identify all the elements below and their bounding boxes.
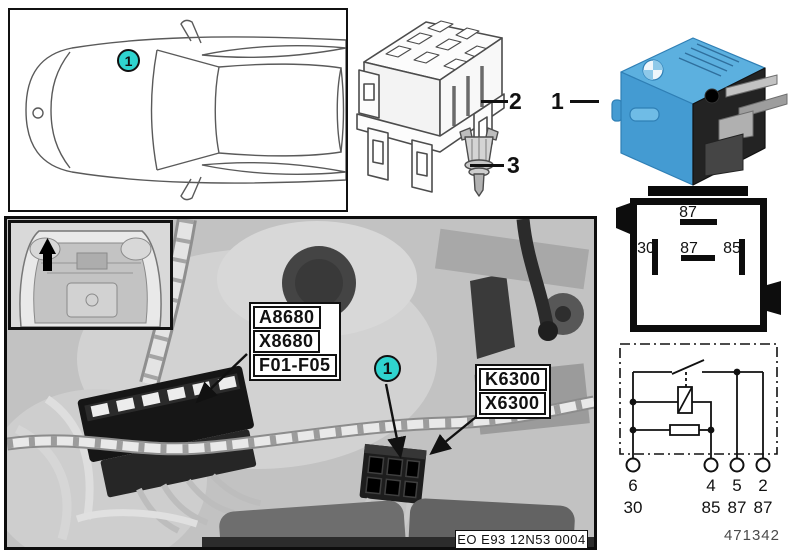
label-row-x8680: X8680	[253, 330, 320, 353]
label-row-x6300: X6300	[479, 392, 546, 415]
schematic-terminals	[625, 457, 771, 473]
car-location-marker-number: 1	[124, 52, 133, 69]
label-row-a8680: A8680	[253, 306, 321, 329]
terminal-pin-2: 2	[758, 476, 767, 495]
relay-photo	[611, 37, 788, 196]
callout-1: 1	[551, 88, 564, 114]
callout-2-line	[481, 100, 508, 103]
relay-circuit-schematic: 6 4 5 2 30 85 87 87	[619, 343, 778, 517]
relay-item-marker-number: 1	[382, 358, 393, 378]
callout-3: 3	[507, 152, 520, 178]
callout-1-line	[570, 100, 599, 103]
pinout-center-label: 87	[680, 240, 698, 257]
terminal-fn-87b: 87	[754, 498, 773, 517]
photo-arrows	[195, 353, 477, 459]
pinout-right-tab	[767, 281, 781, 315]
inset-drawing	[11, 223, 170, 328]
car-location-marker[interactable]: 1	[117, 49, 140, 72]
arrow-to-relay-socket	[429, 416, 477, 456]
car-location-panel: 1	[8, 8, 348, 212]
schematic-boundary	[619, 343, 778, 455]
relay-pinout-diagram: 87 30 87 85	[616, 198, 781, 332]
relay-shadow	[648, 186, 748, 196]
photo-caption: EO E93 12N53 0004	[455, 530, 588, 549]
engine-bay-photo: A8680 X8680 F01-F05 K6300 X6300 1 EO E93…	[4, 216, 597, 550]
engine-bay-inset	[8, 220, 173, 330]
callout-2: 2	[509, 88, 522, 114]
contact-pin-drawing	[459, 127, 499, 197]
pinout-left-tab	[616, 203, 630, 234]
inset-location-arrow	[39, 238, 56, 271]
terminal-pin-6: 6	[628, 476, 637, 495]
doc-number: 471342	[723, 527, 780, 544]
component-label-a8680: A8680 X8680 F01-F05	[249, 302, 341, 381]
terminal-fn-87a: 87	[728, 498, 747, 517]
terminal-fn-85: 85	[702, 498, 721, 517]
schematic-wiring	[632, 359, 764, 458]
pinout-right-label: 85	[723, 240, 741, 257]
label-row-f01-f05: F01-F05	[253, 354, 337, 377]
schematic-junctions	[629, 368, 741, 434]
label-row-k6300: K6300	[479, 368, 547, 391]
callout-3-line	[470, 164, 504, 167]
pinout-pin-bars	[652, 219, 745, 275]
arrow-from-marker-1	[384, 383, 407, 459]
relay-item-marker[interactable]: 1	[374, 355, 401, 382]
pinout-top-label: 87	[679, 204, 697, 221]
car-top-view-drawing	[25, 19, 347, 201]
terminal-pin-5: 5	[732, 476, 741, 495]
component-label-k6300: K6300 X6300	[475, 364, 551, 419]
terminal-pin-4: 4	[706, 476, 715, 495]
arrow-to-fuse-carrier	[195, 353, 248, 404]
terminal-fn-30: 30	[624, 498, 643, 517]
relay-terminals	[704, 74, 788, 177]
pinout-left-label: 30	[637, 240, 655, 257]
